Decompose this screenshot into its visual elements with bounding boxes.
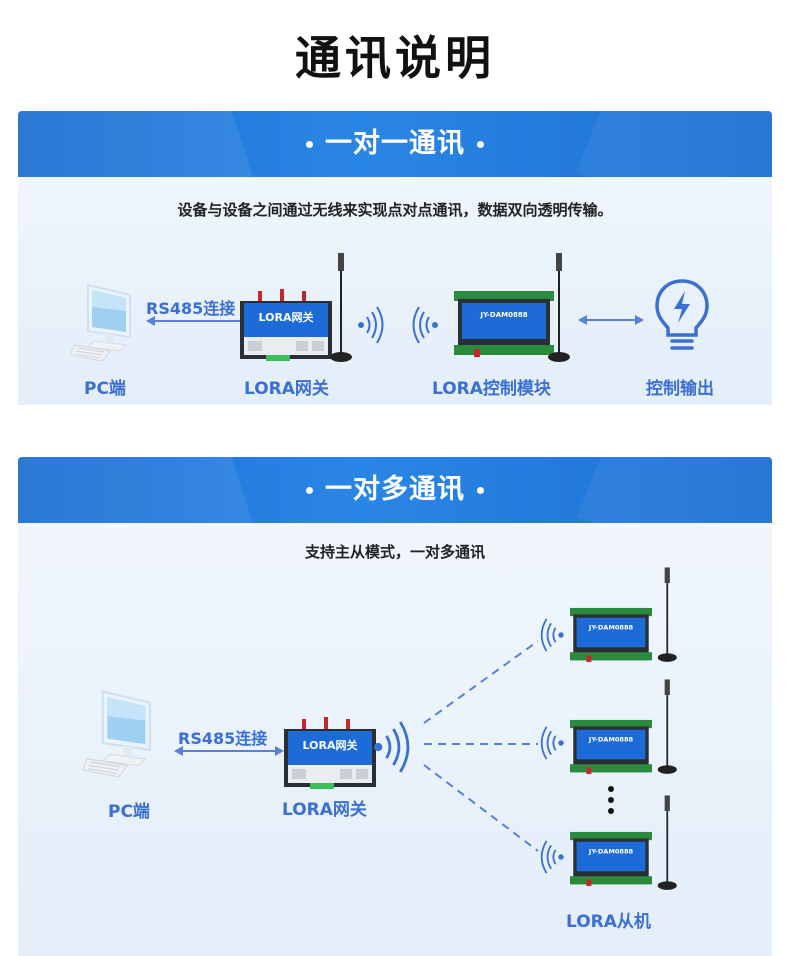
module-device-label: JY-DAM0888 bbox=[588, 623, 634, 631]
one-to-one-description: 设备与设备之间通过无线来实现点对点通讯，数据双向透明传输。 bbox=[177, 201, 613, 219]
page-title: 通讯说明 bbox=[295, 31, 495, 85]
bullet-dot-icon bbox=[306, 487, 313, 494]
signal-waves-icon bbox=[358, 305, 384, 345]
pc-computer-icon bbox=[70, 281, 142, 363]
one-to-one-header: 一对一通讯 bbox=[18, 111, 772, 177]
lightbulb-output-icon bbox=[654, 279, 710, 353]
output-label: 控制输出 bbox=[646, 379, 714, 399]
signal-waves-icon bbox=[540, 839, 564, 875]
gateway-label: LORA网关 bbox=[282, 800, 367, 820]
signal-waves-icon bbox=[374, 719, 410, 775]
one-to-many-title: 一对多通讯 bbox=[325, 474, 465, 505]
module-device-label: JY-DAM0888 bbox=[479, 311, 527, 319]
bidirectional-arrow-icon bbox=[174, 745, 284, 757]
rs485-link-label: RS485连接 bbox=[178, 729, 268, 748]
rs485-link-label: RS485连接 bbox=[146, 299, 236, 318]
bidirectional-arrow-icon bbox=[578, 314, 644, 326]
bullet-dot-icon bbox=[477, 487, 484, 494]
lora-gateway-device: LORA网关 bbox=[236, 289, 336, 363]
dashed-connectors bbox=[18, 457, 772, 956]
antenna-icon bbox=[656, 679, 682, 777]
bullet-dot-icon bbox=[306, 141, 313, 148]
bullet-dot-icon bbox=[477, 141, 484, 148]
antenna-icon bbox=[328, 253, 358, 365]
module-device-label: JY-DAM0888 bbox=[588, 735, 634, 743]
one-to-many-description: 支持主从模式，一对多通讯 bbox=[304, 543, 485, 561]
signal-waves-icon bbox=[540, 725, 564, 761]
more-devices-ellipsis-icon bbox=[607, 785, 615, 815]
bidirectional-arrow-icon bbox=[146, 315, 250, 327]
lora-slave-device: JY-DAM0888 bbox=[570, 607, 652, 663]
antenna-icon bbox=[546, 253, 576, 365]
gateway-device-label: LORA网关 bbox=[259, 310, 314, 324]
pc-computer-icon bbox=[82, 687, 164, 779]
gateway-label: LORA网关 bbox=[244, 379, 329, 399]
lora-slave-device: JY-DAM0888 bbox=[570, 719, 652, 775]
signal-waves-icon bbox=[412, 305, 438, 345]
one-to-one-title: 一对一通讯 bbox=[325, 128, 465, 159]
module-device-label: JY-DAM0888 bbox=[588, 847, 634, 855]
signal-waves-icon bbox=[540, 617, 564, 653]
lora-control-module-device: JY-DAM0888 bbox=[454, 291, 554, 357]
antenna-icon bbox=[656, 795, 682, 893]
one-to-many-header: 一对多通讯 bbox=[18, 457, 772, 523]
gateway-device-label: LORA网关 bbox=[303, 738, 358, 752]
one-to-many-panel: 一对多通讯 支持主从模式，一对多通讯 PC端 RS485连接 bbox=[18, 457, 772, 956]
pc-label: PC端 bbox=[84, 379, 126, 399]
module-label: LORA控制模块 bbox=[432, 379, 551, 399]
one-to-one-panel: 一对一通讯 设备与设备之间通过无线来实现点对点通讯，数据双向透明传输。 PC端 … bbox=[18, 111, 772, 405]
slaves-label: LORA从机 bbox=[566, 912, 651, 932]
lora-gateway-device: LORA网关 bbox=[280, 717, 380, 791]
pc-label: PC端 bbox=[108, 802, 150, 822]
lora-slave-device: JY-DAM0888 bbox=[570, 831, 652, 887]
antenna-icon bbox=[656, 567, 682, 665]
